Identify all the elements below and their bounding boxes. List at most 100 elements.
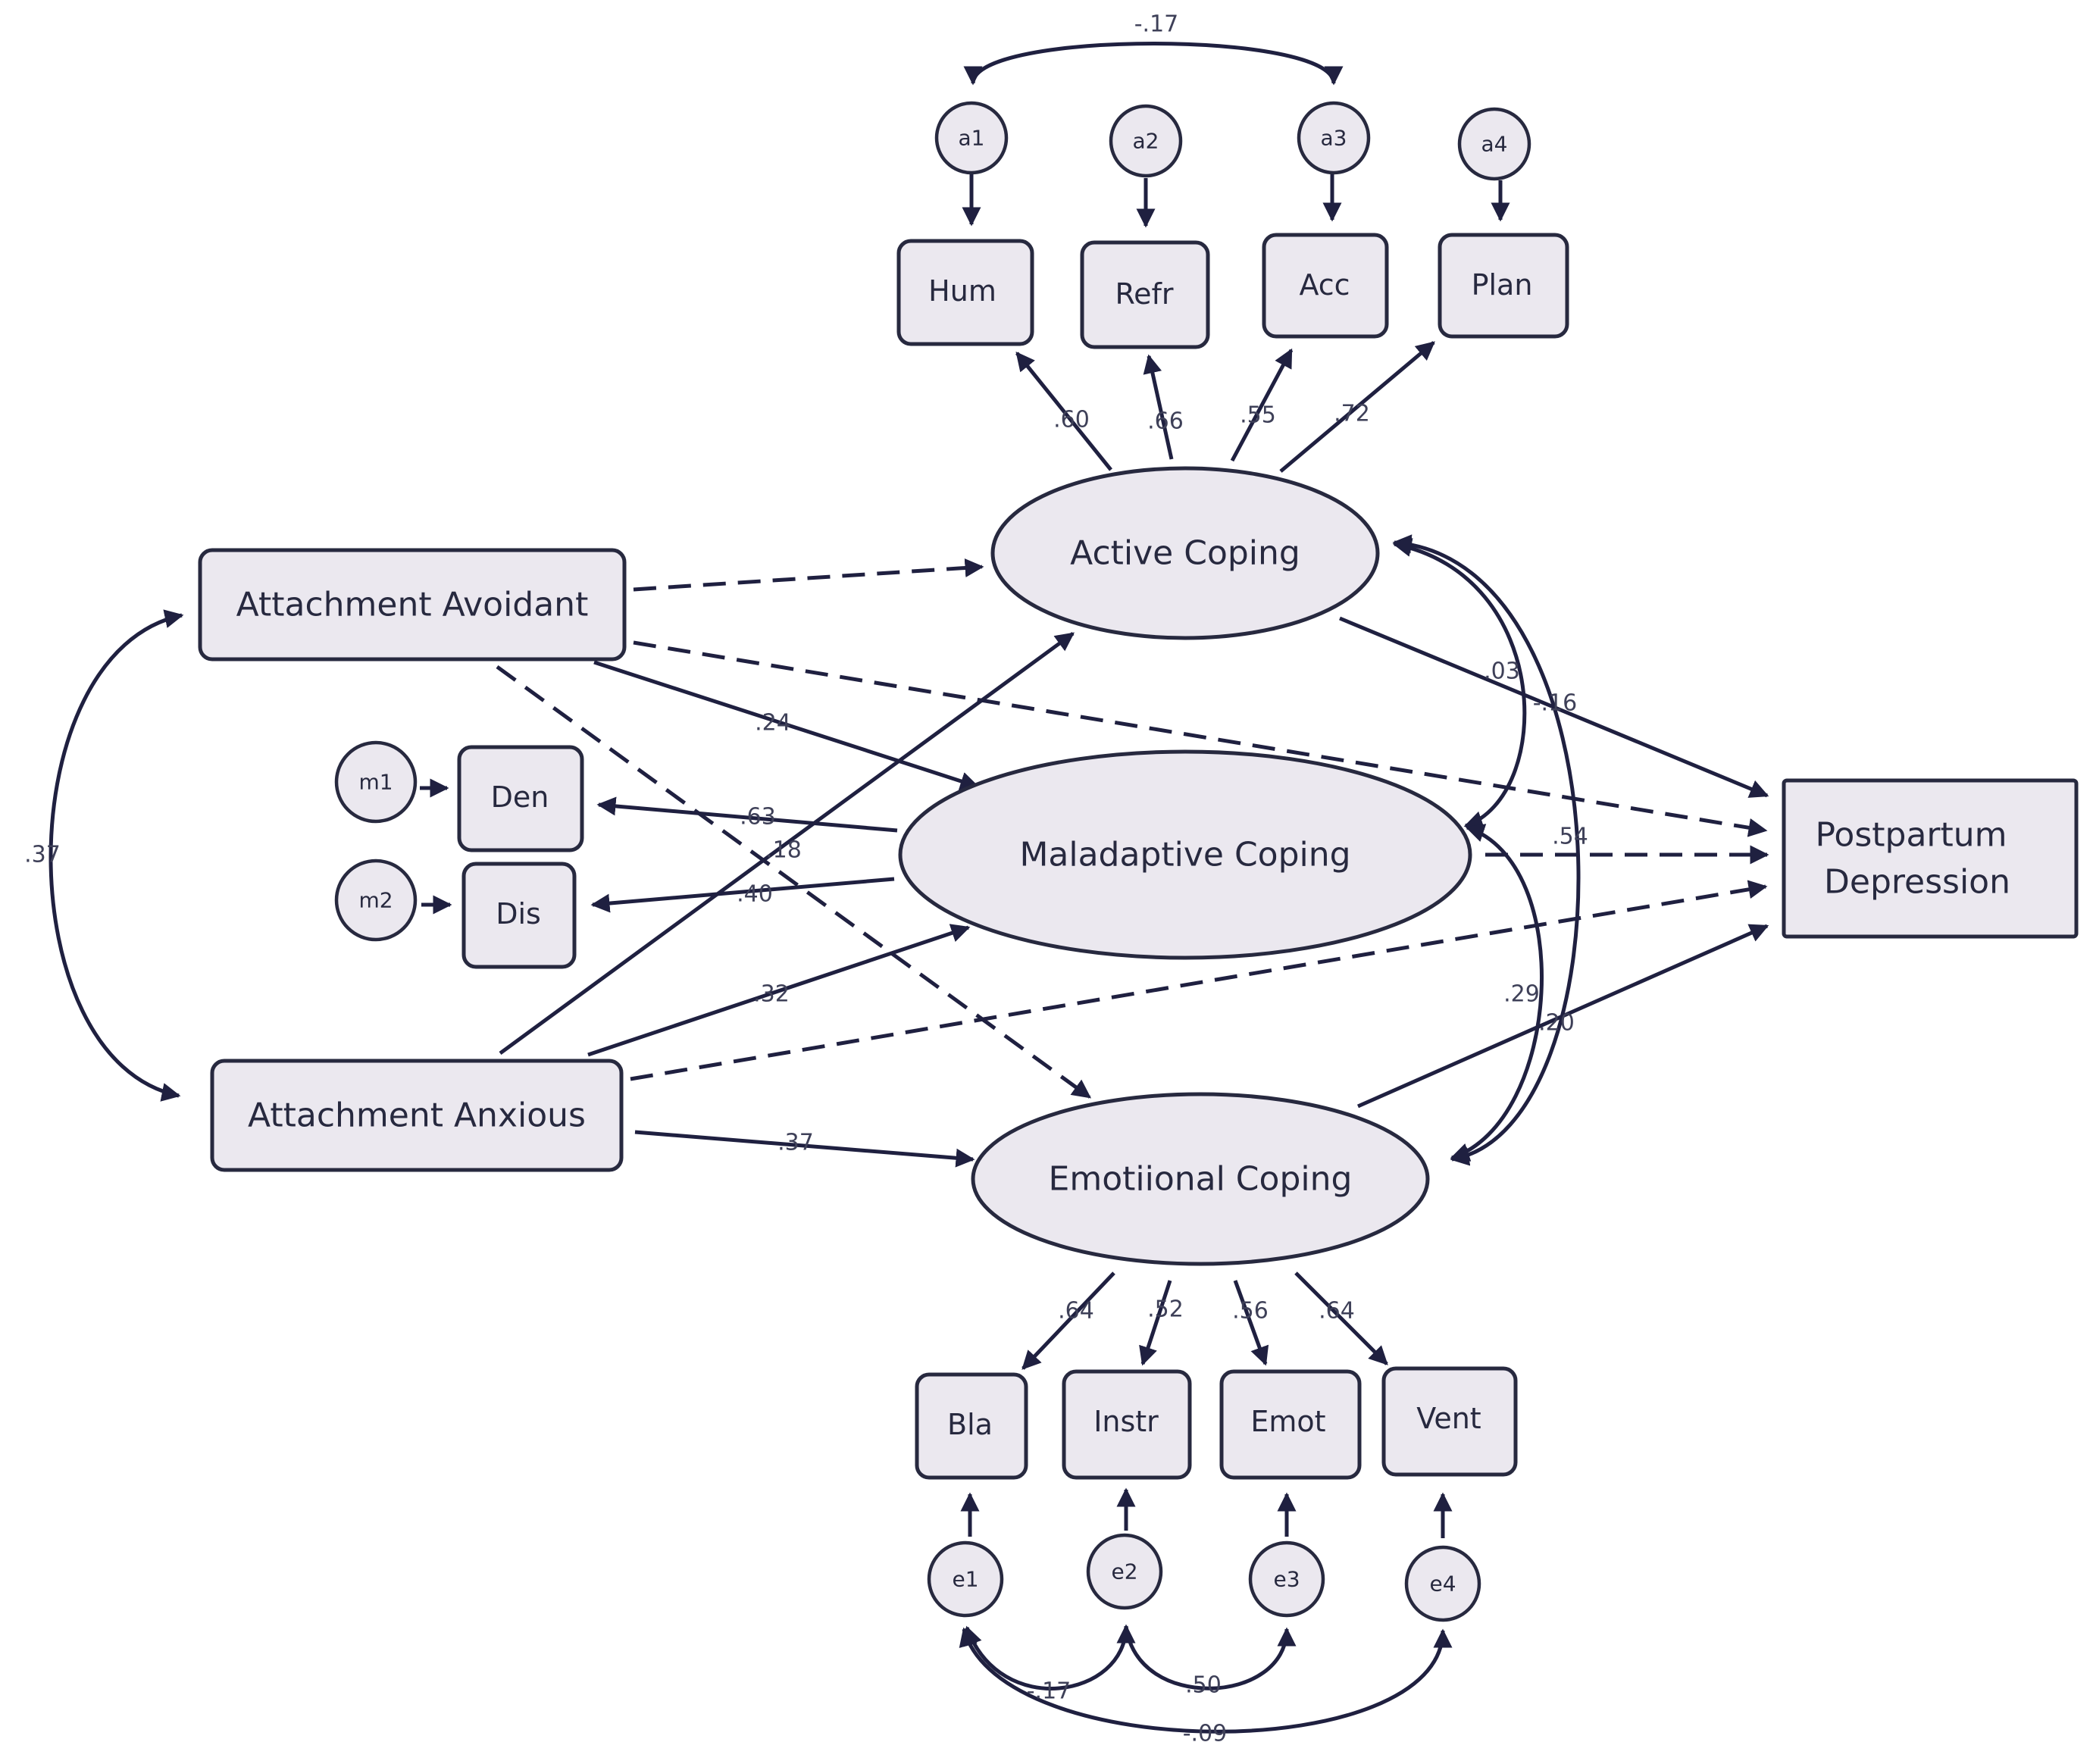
coef-e2-e3: .50 <box>1185 1672 1222 1699</box>
label-dis: Dis <box>496 897 541 930</box>
coef-bla: .64 <box>1058 1298 1094 1325</box>
cov-active-emo <box>1392 534 1581 1166</box>
coef-e1-e2: -.17 <box>1027 1678 1072 1705</box>
path-anx-mal <box>587 924 971 1057</box>
coef-a1-a3: -.17 <box>1134 11 1179 38</box>
label-a4: a4 <box>1481 132 1508 157</box>
coef-mal-emo-cov: .29 <box>1503 981 1540 1008</box>
path-anx-active <box>499 631 1075 1056</box>
label-den: Den <box>491 780 549 814</box>
loading-vent <box>1294 1271 1388 1365</box>
loading-hum <box>1015 352 1112 471</box>
node-attachment-anxious: Attachment Anxious <box>210 1059 624 1172</box>
label-maladaptive-coping: Maladaptive Coping <box>1019 836 1350 874</box>
coef-emo-ppd: .20 <box>1538 1010 1575 1037</box>
label-postpartum-line2: Depression <box>1824 863 2010 902</box>
node-plan: Plan <box>1438 233 1569 339</box>
label-m2: m2 <box>358 888 393 913</box>
label-hum: Hum <box>928 274 996 308</box>
edges <box>48 42 1769 1734</box>
node-hum: Hum <box>896 239 1034 346</box>
loading-plan <box>1279 341 1435 473</box>
label-refr: Refr <box>1115 277 1173 311</box>
loading-bla <box>1021 1271 1115 1370</box>
loading-instr <box>1139 1280 1172 1366</box>
coef-dis: .40 <box>737 881 773 908</box>
path-avoid-mal <box>593 660 980 790</box>
coef-hum: .60 <box>1053 407 1090 433</box>
coef-anx-emo: .37 <box>777 1130 814 1156</box>
cov-avoid-anx <box>48 609 184 1102</box>
node-dis: Dis <box>461 862 577 969</box>
label-e3: e3 <box>1273 1567 1300 1592</box>
path-anx-emo <box>634 1130 975 1168</box>
error-a2: a2 <box>1109 104 1183 178</box>
coef-den: .63 <box>740 804 776 830</box>
node-emot: Emot <box>1219 1369 1362 1480</box>
label-e4: e4 <box>1429 1572 1456 1597</box>
cov-mal-emo <box>1450 824 1544 1162</box>
node-attachment-avoidant: Attachment Avoidant <box>198 548 627 662</box>
error-m2: m2 <box>334 859 418 942</box>
node-refr: Refr <box>1080 240 1210 349</box>
loading-dis <box>590 877 895 913</box>
label-emot: Emot <box>1250 1405 1325 1438</box>
coef-anx-mal: .32 <box>753 981 790 1008</box>
coef-refr: .66 <box>1147 408 1184 435</box>
coefficients: -.17 .60 .66 .55 .72 .37 .24 .63 .18 .40… <box>24 11 1588 1747</box>
error-e2: e2 <box>1086 1533 1163 1610</box>
coef-anx-active: .18 <box>765 837 802 864</box>
cov-e1-e4 <box>959 1627 1453 1734</box>
label-attachment-avoidant: Attachment Avoidant <box>236 586 589 624</box>
coef-vent: .64 <box>1319 1298 1355 1325</box>
error-e3: e3 <box>1248 1540 1325 1618</box>
node-bla: Bla <box>915 1372 1028 1480</box>
node-vent: Vent <box>1381 1366 1518 1477</box>
label-attachment-anxious: Attachment Anxious <box>248 1096 586 1135</box>
node-den: Den <box>457 745 584 852</box>
coef-avoid-ppd: -.16 <box>1533 690 1578 717</box>
node-postpartum-depression: Postpartum Depression <box>1782 778 2079 939</box>
coef-avoid-anx: .37 <box>24 842 61 868</box>
nodes: Attachment Avoidant Attachment Anxious A… <box>198 101 2079 1622</box>
loading-den <box>596 796 898 833</box>
label-acc: Acc <box>1299 268 1350 302</box>
coef-emot: .56 <box>1232 1298 1269 1325</box>
label-postpartum-line1: Postpartum <box>1815 816 2007 855</box>
label-e2: e2 <box>1111 1559 1137 1584</box>
error-e1: e1 <box>927 1540 1004 1618</box>
coef-avoid-mal: .24 <box>755 710 791 737</box>
cov-a1-a3 <box>963 42 1344 86</box>
label-a2: a2 <box>1133 129 1159 154</box>
error-m1: m1 <box>334 740 418 824</box>
label-plan: Plan <box>1472 268 1533 302</box>
label-a3: a3 <box>1321 126 1347 151</box>
label-vent: Vent <box>1416 1402 1481 1435</box>
coef-active-emo-cov: .54 <box>1552 824 1588 850</box>
loading-refr <box>1143 354 1174 460</box>
loading-acc <box>1230 348 1294 462</box>
coef-active-ppd: .03 <box>1484 658 1520 685</box>
coef-e1-e4: -.09 <box>1183 1721 1228 1747</box>
label-a1: a1 <box>959 126 985 151</box>
cov-e1-e2 <box>963 1624 1136 1690</box>
error-e4: e4 <box>1404 1545 1481 1622</box>
coef-instr: .52 <box>1147 1296 1184 1323</box>
path-avoid-ppd <box>633 640 1768 837</box>
label-instr: Instr <box>1093 1405 1159 1438</box>
path-avoid-active <box>633 558 984 592</box>
label-bla: Bla <box>947 1408 993 1441</box>
label-m1: m1 <box>358 770 393 795</box>
node-acc: Acc <box>1262 233 1389 339</box>
node-emotional-coping: Emotiional Coping <box>971 1092 1430 1266</box>
label-e1: e1 <box>952 1567 978 1592</box>
coef-acc: .55 <box>1240 402 1276 429</box>
error-a1: a1 <box>934 101 1009 175</box>
node-instr: Instr <box>1062 1369 1192 1480</box>
node-maladaptive-coping: Maladaptive Coping <box>898 749 1472 960</box>
coef-plan: .72 <box>1334 401 1370 427</box>
loading-emot <box>1233 1280 1269 1366</box>
error-a3: a3 <box>1297 101 1371 175</box>
path-avoid-emo <box>496 665 1092 1099</box>
